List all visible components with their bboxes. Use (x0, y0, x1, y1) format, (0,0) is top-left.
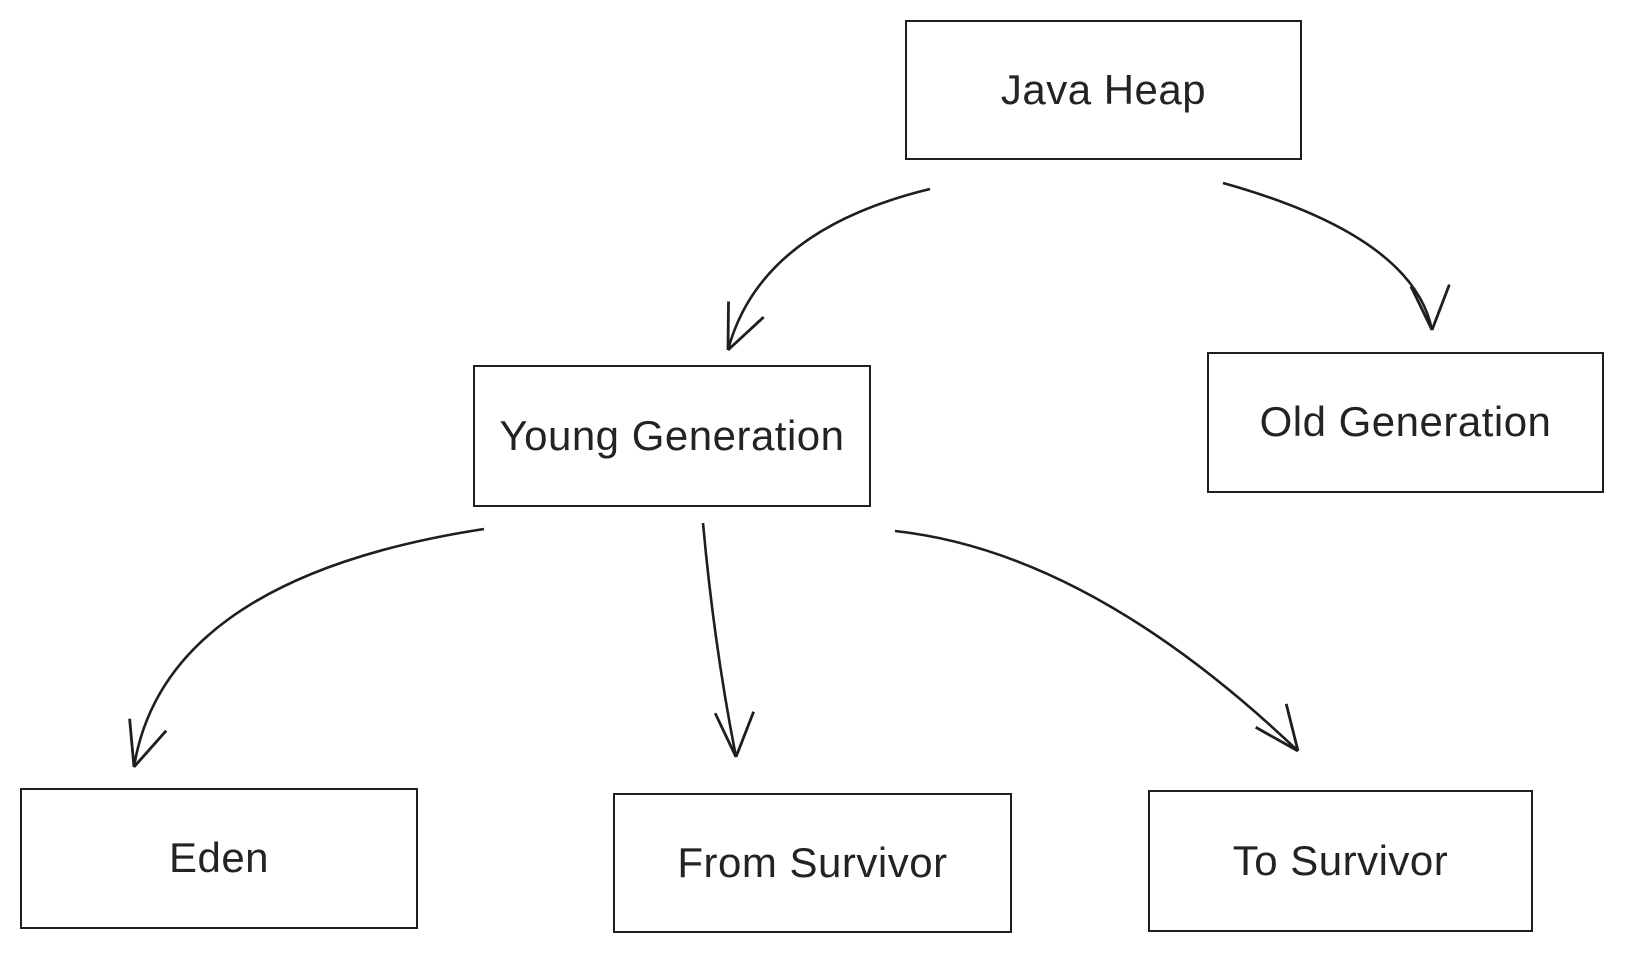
edge-java-heap-to-young-generation (726, 187, 931, 352)
node-to-survivor-label: To Survivor (1232, 836, 1449, 884)
node-old-generation-label: Old Generation (1259, 398, 1552, 446)
edge-java-heap-to-old-generation (1222, 181, 1451, 331)
edge-young-generation-to-eden (128, 527, 485, 768)
node-eden: Eden (20, 788, 418, 929)
node-young-generation-label: Young Generation (499, 411, 845, 459)
node-java-heap-label: Java Heap (1000, 65, 1207, 113)
node-from-survivor: From Survivor (613, 793, 1012, 933)
node-to-survivor: To Survivor (1148, 790, 1533, 932)
node-from-survivor-label: From Survivor (677, 838, 948, 886)
node-young-generation: Young Generation (473, 365, 871, 507)
node-eden-label: Eden (168, 834, 270, 882)
node-old-generation: Old Generation (1207, 352, 1604, 493)
node-java-heap: Java Heap (905, 20, 1302, 160)
edge-young-generation-to-from-survivor (701, 522, 755, 758)
edge-young-generation-to-to-survivor (894, 529, 1300, 753)
